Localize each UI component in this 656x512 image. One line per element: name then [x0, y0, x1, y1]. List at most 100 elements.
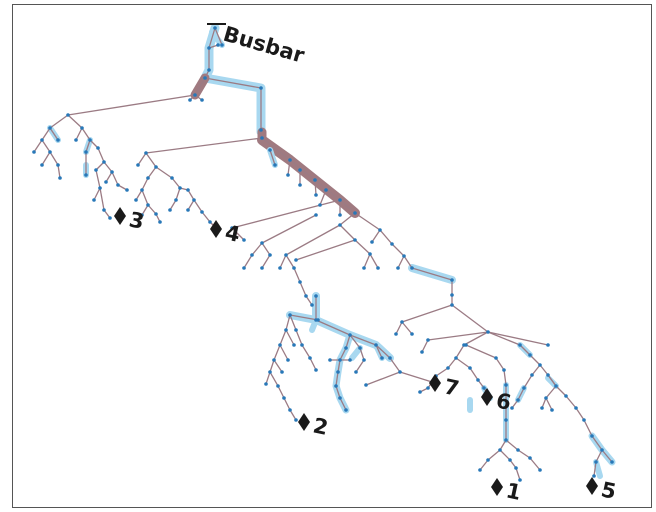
line-segment-139 — [517, 449, 531, 459]
line-segment-100 — [421, 339, 429, 353]
line-segment-47 — [141, 204, 149, 216]
bus-node-73 — [314, 213, 318, 217]
line-segment-16 — [49, 127, 59, 141]
bus-node-135 — [504, 383, 508, 387]
bus-node-23 — [88, 138, 92, 142]
bus-node-2 — [207, 46, 211, 50]
line-segment-28 — [95, 161, 105, 171]
bus-node-168 — [288, 408, 292, 412]
bus-node-125 — [454, 356, 458, 360]
bus-node-14 — [48, 126, 52, 130]
line-segment-98 — [451, 304, 489, 333]
line-segment-158 — [279, 344, 289, 361]
line-segment-111 — [591, 435, 603, 451]
line-segment-61 — [269, 149, 276, 166]
line-segment-171 — [339, 347, 347, 361]
bus-node-6 — [216, 43, 220, 47]
line-segment-38 — [137, 152, 147, 166]
line-segment-40 — [147, 166, 157, 179]
bus-node-81 — [278, 266, 282, 270]
marker-6: 6 — [481, 388, 513, 415]
bus-node-158 — [264, 382, 268, 386]
line-segment-42 — [171, 177, 181, 189]
line-segment-73 — [261, 254, 271, 269]
bus-node-5 — [220, 43, 224, 47]
line-segment-13 — [49, 114, 69, 129]
bus-node-186 — [380, 356, 384, 360]
line-segment-69 — [261, 214, 317, 244]
line-segment-48 — [147, 204, 157, 215]
line-segment-15 — [41, 127, 51, 141]
bus-node-84 — [304, 294, 308, 298]
line-segment-163 — [289, 409, 297, 421]
bus-node-108 — [528, 353, 532, 357]
line-segment-167 — [389, 357, 401, 373]
bus-node-51 — [186, 208, 190, 212]
bus-node-104 — [426, 338, 430, 342]
bus-node-181 — [338, 396, 342, 400]
bus-node-142 — [514, 466, 518, 470]
bus-node-182 — [344, 408, 348, 412]
line-segment-85 — [379, 229, 393, 245]
line-segment-149 — [279, 329, 287, 346]
line-segment-57 — [261, 137, 291, 161]
bus-node-154 — [284, 328, 288, 332]
bus-node-183 — [358, 346, 362, 350]
bus-node-64 — [286, 173, 290, 177]
bus-node-26 — [96, 146, 100, 150]
marker-label: 6 — [494, 388, 513, 415]
line-segment-152 — [265, 371, 271, 385]
line-segment-89 — [354, 239, 371, 255]
bus-node-12 — [260, 136, 264, 140]
line-segment-147 — [289, 314, 319, 321]
line-segment-79 — [299, 281, 307, 297]
bus-node-134 — [502, 368, 506, 372]
line-segment-96 — [395, 321, 403, 335]
bus-node-52 — [200, 210, 204, 214]
bus-node-70 — [338, 213, 342, 217]
bus-node-137 — [504, 438, 508, 442]
bus-node-18 — [32, 150, 36, 154]
marker-4: 4 — [210, 220, 242, 247]
line-segment-29 — [111, 171, 119, 186]
marker-3: 3 — [114, 207, 146, 234]
bus-node-180 — [334, 384, 338, 388]
bus-node-56 — [174, 198, 178, 202]
line-segment-33 — [95, 169, 101, 189]
line-segment-58 — [289, 159, 316, 181]
bus-node-103 — [486, 330, 490, 334]
line-segment-123 — [455, 357, 471, 369]
bus-node-95 — [362, 266, 366, 270]
bus-node-113 — [574, 406, 578, 410]
bus-node-36 — [102, 208, 106, 212]
line-segment-115 — [531, 364, 541, 376]
bus-node-32 — [125, 188, 129, 192]
marker-label: 4 — [223, 220, 242, 247]
line-segment-138 — [505, 439, 519, 451]
bus-node-44 — [186, 188, 190, 192]
bus-node-175 — [364, 383, 368, 387]
line-segment-103 — [519, 344, 531, 356]
line-segment-109 — [575, 407, 585, 421]
bus-node-107 — [518, 343, 522, 347]
bus-node-112 — [564, 394, 568, 398]
bus-node-80 — [284, 253, 288, 257]
line-segment-173 — [335, 371, 339, 387]
bus-node-130 — [482, 386, 486, 390]
line-segment-107 — [555, 385, 567, 397]
line-segment-168 — [365, 371, 401, 386]
line-segment-83 — [354, 212, 381, 231]
line-segment-65 — [319, 189, 327, 206]
bus-node-3 — [207, 68, 211, 72]
bus-node-50 — [192, 198, 196, 202]
bus-node-71 — [230, 226, 234, 230]
bus-node-38 — [144, 151, 148, 155]
line-segment-4 — [214, 27, 223, 46]
line-segment-27 — [103, 161, 113, 173]
line-segment-113 — [595, 449, 603, 463]
line-segment-35 — [99, 187, 105, 211]
bus-node-67 — [314, 193, 318, 197]
bus-node-118 — [594, 460, 598, 464]
marker-label: 7 — [442, 374, 461, 401]
bus-node-164 — [286, 358, 290, 362]
